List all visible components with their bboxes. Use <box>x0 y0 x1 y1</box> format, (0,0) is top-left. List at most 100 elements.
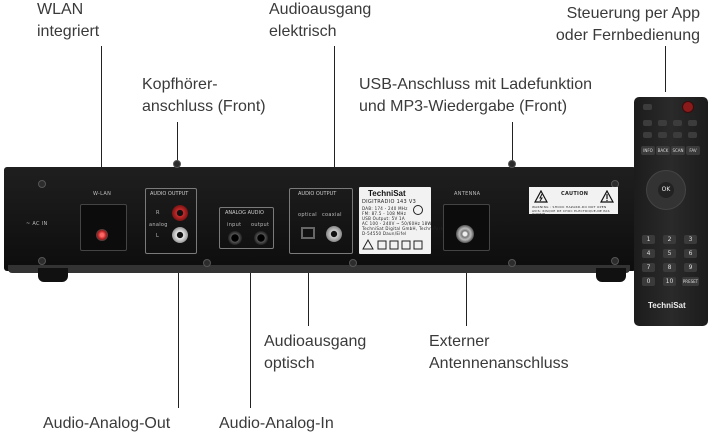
remote-button[interactable] <box>643 132 652 138</box>
callout-analog-in: Audio-Analog-In <box>219 415 334 432</box>
remote-button[interactable] <box>673 132 682 138</box>
callout-control-line1: Steuerung per App <box>566 5 700 22</box>
leader-antenna <box>466 240 467 326</box>
callout-audio-electric-line1: Audioausgang <box>269 1 372 18</box>
analog-input-jack[interactable] <box>228 231 242 245</box>
remote-button[interactable] <box>658 120 667 126</box>
remote-button[interactable] <box>688 132 697 138</box>
remote-button[interactable] <box>658 132 667 138</box>
screw-icon <box>611 257 619 265</box>
type-plate-model: DIGITRADIO 143 V3 <box>362 199 417 205</box>
remote-fav-button[interactable]: FAV <box>686 146 700 155</box>
antenna-label: ANTENNA <box>454 191 481 197</box>
remote-digit-button[interactable]: 5 <box>663 249 676 258</box>
ac-in-label: ~ AC IN <box>26 221 48 227</box>
wlan-antenna-connector-icon <box>96 229 108 241</box>
remote-scan-button[interactable]: SCAN <box>671 146 685 155</box>
audio-output-title-2: AUDIO OUTPUT <box>298 191 337 197</box>
spec-line: TechniSat Digital GmbH, TechniPark <box>362 226 444 231</box>
spec-line: DAB: 174 - 240 MHz <box>362 206 408 211</box>
callout-wlan: WLAN integriert <box>37 0 99 43</box>
callout-audio-optical: Audioausgang optisch <box>264 331 366 375</box>
screw-icon <box>508 259 516 267</box>
remote-digit-button[interactable]: 8 <box>663 263 676 272</box>
antenna-connector[interactable] <box>456 225 474 243</box>
leader-headphone <box>177 122 178 166</box>
wlan-port[interactable] <box>80 204 127 251</box>
caution-label <box>529 187 618 214</box>
callout-headphone: Kopfhörer- anschluss (Front) <box>142 74 266 118</box>
remote-preset-button[interactable]: PRESET <box>682 277 699 286</box>
remote-button[interactable] <box>673 120 682 126</box>
callout-usb: USB-Anschluss mit Ladefunktion und MP3-W… <box>359 74 592 118</box>
screw-icon <box>38 257 46 265</box>
radio-base-lip <box>8 265 630 273</box>
analog-audio-output-panel <box>145 188 197 254</box>
power-info-icon <box>413 205 423 215</box>
remote-button[interactable] <box>643 120 652 126</box>
type-plate-specs: DAB: 174 - 240 MHz FM: 87.5 - 108 MHz US… <box>362 206 444 236</box>
screw-icon <box>349 259 357 267</box>
radio-foot-left <box>38 268 68 282</box>
remote-back-button[interactable]: BACK <box>656 146 670 155</box>
screw-icon <box>203 259 211 267</box>
callout-audio-optical-line2: optisch <box>264 355 315 372</box>
warning-lightning-icon <box>534 190 548 203</box>
callout-audio-electric-line2: elektrisch <box>269 23 337 40</box>
callout-analog-out: Audio-Analog-Out <box>43 415 171 432</box>
analog-audio-title: ANALOG AUDIO <box>225 210 264 216</box>
optical-output-port[interactable] <box>301 227 315 239</box>
leader-analog-out <box>178 240 179 408</box>
remote-mute-button[interactable] <box>643 104 652 110</box>
remote-digit-button[interactable]: 0 <box>642 277 655 286</box>
rca-l-label: L <box>156 233 160 239</box>
digital-audio-output-panel <box>289 188 353 254</box>
remote-digit-button[interactable]: 7 <box>642 263 655 272</box>
callout-control: Steuerung per App oder Fernbedienung <box>543 3 700 47</box>
radio-foot-right <box>596 268 626 282</box>
optical-label: optical <box>298 212 317 218</box>
leader-usb <box>512 122 513 166</box>
remote-digit-button[interactable]: 1 <box>642 235 655 244</box>
type-plate <box>359 187 431 254</box>
certification-icons <box>362 238 423 250</box>
type-plate-brand: TechniSat <box>368 189 406 198</box>
callout-usb-line2: und MP3-Wiedergabe (Front) <box>359 98 568 115</box>
spec-line: D-54550 Daun/Eifel <box>362 231 407 236</box>
remote-brand-logo: TechniSat <box>648 301 686 310</box>
analog-label: analog <box>149 222 168 228</box>
remote-button[interactable] <box>688 120 697 126</box>
leader-wlan <box>101 46 102 202</box>
warning-exclamation-icon <box>600 190 614 203</box>
caution-text: WARNING : SHOCK HAZARD-DO NOT OPEN AVIS:… <box>532 205 610 216</box>
remote-info-button[interactable]: INFO <box>641 146 655 155</box>
rca-left-jack[interactable] <box>172 227 188 243</box>
remote-digit-button[interactable]: 10 <box>663 277 676 286</box>
analog-output-jack[interactable] <box>254 231 268 245</box>
screw-icon <box>508 160 516 168</box>
wlan-label: W-LAN <box>93 191 112 197</box>
screw-icon <box>38 180 46 188</box>
coaxial-output-jack[interactable] <box>326 226 342 242</box>
rca-right-jack[interactable] <box>172 205 188 221</box>
remote-digit-button[interactable]: 2 <box>663 235 676 244</box>
callout-headphone-line1: Kopfhörer- <box>142 76 218 93</box>
leader-analog-in <box>250 240 251 408</box>
analog-output-label: output <box>251 222 270 228</box>
remote-digit-button[interactable]: 6 <box>684 249 697 258</box>
callout-audio-optical-line1: Audioausgang <box>264 333 367 350</box>
remote-power-button[interactable] <box>682 101 694 113</box>
callout-control-line2: oder Fernbedienung <box>555 27 700 44</box>
remote-ok-button[interactable]: OK <box>658 182 674 198</box>
callout-headphone-line2: anschluss (Front) <box>142 98 266 115</box>
callout-usb-line1: USB-Anschluss mit Ladefunktion <box>359 76 592 93</box>
callout-antenna: Externer Antennenanschluss <box>429 331 569 375</box>
screw-icon <box>173 160 181 168</box>
callout-wlan-line1: WLAN <box>37 1 84 18</box>
remote-digit-button[interactable]: 9 <box>684 263 697 272</box>
spec-line: AC 100 - 240V ~ 50/60Hz 18W <box>362 221 432 226</box>
coaxial-label: coaxial <box>322 212 342 218</box>
remote-digit-button[interactable]: 4 <box>642 249 655 258</box>
remote-digit-button[interactable]: 3 <box>684 235 697 244</box>
callout-antenna-line1: Externer <box>429 333 490 350</box>
